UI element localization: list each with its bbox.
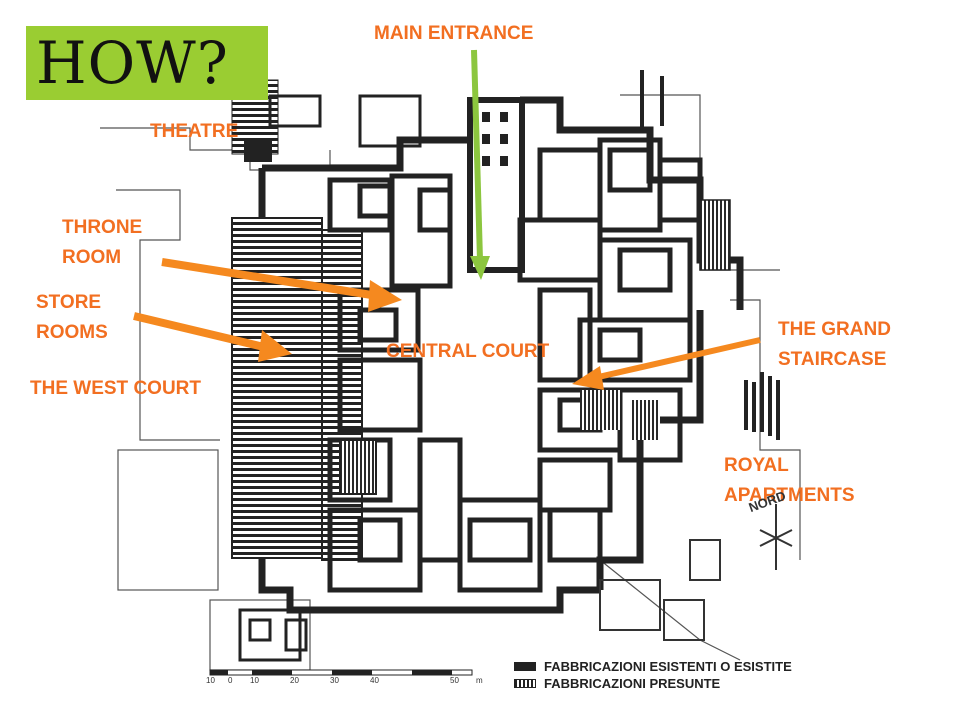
scale-tick-label: 50 <box>450 676 459 685</box>
label-store-rooms-line1: STORE <box>36 292 102 313</box>
scale-tick-label: 40 <box>370 676 379 685</box>
arrow-store-rooms <box>133 312 269 352</box>
entrance-block <box>467 97 525 273</box>
label-grand-staircase-line1: THE GRAND <box>778 319 891 340</box>
label-west-court: THE WEST COURT <box>30 378 201 399</box>
arrow-head-main-entrance <box>470 256 490 280</box>
scale-tick-label: 10 <box>250 676 259 685</box>
label-throne-room-line2: ROOM <box>62 247 122 268</box>
legend-row-presumed: FABBRICAZIONI PRESUNTE <box>514 675 874 692</box>
arrow-head-throne-room <box>368 280 402 312</box>
legend-swatch-hatched <box>514 679 536 688</box>
scale-tick-label: 10 <box>206 676 215 685</box>
legend: FABBRICAZIONI ESISTENTI O ESISTITE FABBR… <box>514 658 874 694</box>
label-throne-room-line1: THRONE <box>62 217 143 238</box>
label-royal-apartments-line1: ROYAL <box>724 455 789 476</box>
east-wing-rooms <box>517 137 703 563</box>
label-main-entrance: MAIN ENTRANCE <box>374 23 534 44</box>
scale-tick-label: 20 <box>290 676 299 685</box>
label-royal-apartments-line2: APARTMENTS <box>724 485 855 506</box>
south-west-structures <box>238 608 308 662</box>
arrow-main-entrance <box>471 49 483 261</box>
scale-bar <box>209 669 473 676</box>
legend-swatch-solid <box>514 662 536 671</box>
label-grand-staircase-line2: STAIRCASE <box>778 349 887 370</box>
east-terrace-strips <box>640 70 780 440</box>
arrow-throne-room <box>161 258 379 300</box>
south-east-structures <box>599 539 721 641</box>
arrow-head-grand-staircase <box>572 366 604 390</box>
label-theatre: THEATRE <box>150 121 239 142</box>
title-box: HOW? <box>26 26 268 100</box>
scale-unit: m <box>476 676 483 685</box>
annotation-arrows <box>133 49 761 390</box>
west-wing-rooms <box>327 173 543 593</box>
north-arrow <box>759 504 793 570</box>
throne-stair-hatch <box>339 439 377 495</box>
arrow-head-store-rooms <box>258 330 292 362</box>
legend-presumed-text: FABBRICAZIONI PRESUNTE <box>544 676 721 691</box>
arrow-grand-staircase <box>593 337 761 381</box>
label-central-court: CENTRAL COURT <box>386 341 550 362</box>
scale-tick-label: 0 <box>228 676 233 685</box>
scale-tick-label: 30 <box>330 676 339 685</box>
east-hatched-rooms <box>580 199 731 440</box>
legend-row-existing: FABBRICAZIONI ESISTENTI O ESISTITE <box>514 658 874 675</box>
legend-existing-text: FABBRICAZIONI ESISTENTI O ESISTITE <box>544 659 792 674</box>
title-text: HOW? <box>36 29 229 97</box>
label-store-rooms-line2: ROOMS <box>36 322 108 343</box>
